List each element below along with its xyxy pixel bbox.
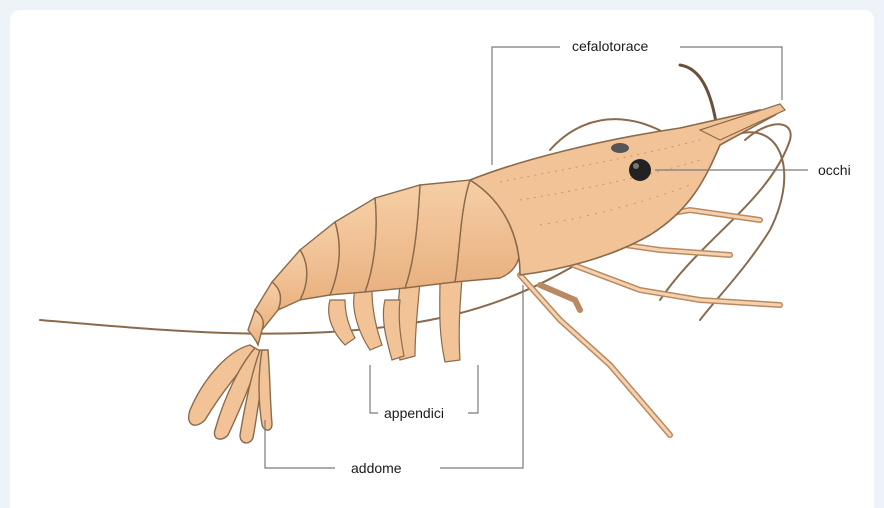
label-appendages: appendici	[380, 405, 448, 421]
label-eyes: occhi	[814, 162, 855, 178]
tail-fan	[189, 345, 272, 443]
label-abdomen: addome	[347, 460, 406, 476]
carapace	[470, 104, 785, 275]
label-cephalothorax: cefalotorace	[568, 38, 652, 54]
